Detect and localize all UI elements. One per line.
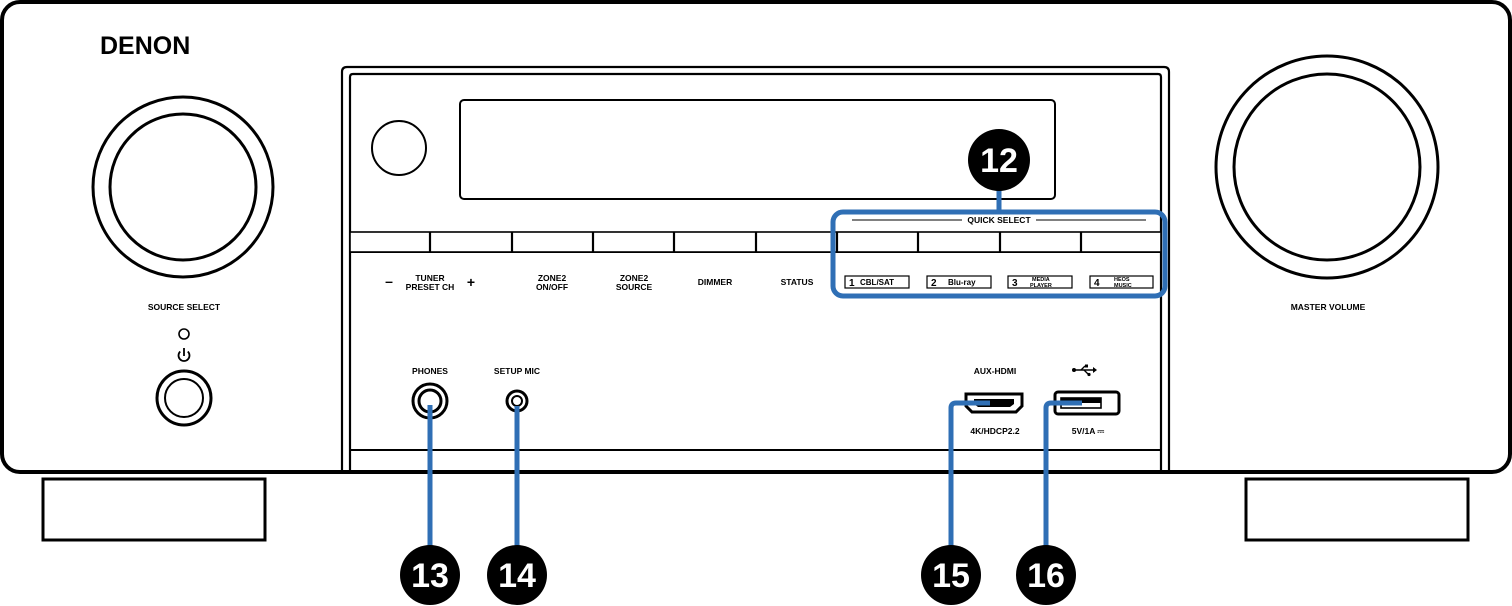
dimmer-button[interactable] — [674, 232, 756, 252]
quick-select-3-text-line1: MEDIA — [1032, 277, 1050, 283]
aux-hdmi-spec-label: 4K/HDCP2.2 — [970, 426, 1019, 436]
power-icon — [177, 348, 191, 362]
usb-icon — [1072, 364, 1097, 377]
tuner-preset-plus-button[interactable] — [430, 232, 512, 252]
dimmer-label: DIMMER — [698, 277, 732, 287]
standby-indicator — [178, 328, 190, 340]
setup-mic-label: SETUP MIC — [494, 366, 540, 376]
button-row — [349, 231, 1162, 253]
power-button[interactable] — [155, 369, 213, 427]
status-button[interactable] — [756, 232, 837, 252]
quick-select-label-3: 3 MEDIA PLAYER — [1007, 275, 1073, 289]
quick-select-label-2: 2 Blu-ray — [926, 275, 992, 289]
callout-12: 12 — [968, 129, 1030, 191]
callout-13-number: 13 — [411, 557, 449, 595]
right-foot — [1244, 477, 1470, 542]
phones-label: PHONES — [412, 366, 448, 376]
source-select-label: SOURCE SELECT — [148, 302, 221, 312]
quick-select-title-text: QUICK SELECT — [967, 215, 1031, 225]
tuner-label-line1: TUNER — [415, 273, 444, 283]
zone2-onoff-label-line2: ON/OFF — [536, 282, 568, 292]
quick-select-label-1: 1 CBL/SAT — [844, 275, 910, 289]
zone2-source-label-line2: SOURCE — [616, 282, 653, 292]
quick-select-4-text-line1: HEOS — [1114, 277, 1130, 283]
zone2-source-button[interactable] — [593, 232, 674, 252]
source-select-knob[interactable] — [91, 95, 275, 279]
callout-13: 13 — [400, 545, 460, 605]
brand-logo: DENON — [100, 32, 190, 60]
quick-select-2-text: Blu-ray — [948, 278, 976, 287]
quick-select-4-number: 4 — [1094, 278, 1100, 289]
master-volume-knob[interactable] — [1214, 54, 1440, 280]
setup-mic-jack[interactable] — [505, 389, 529, 413]
callout-12-number: 12 — [980, 142, 1018, 180]
quick-select-4-button[interactable] — [1081, 232, 1161, 252]
tuner-preset-minus-button[interactable] — [350, 232, 430, 252]
zone2-onoff-label-line1: ZONE2 — [538, 273, 567, 283]
quick-select-3-button[interactable] — [1000, 232, 1081, 252]
quick-select-1-button[interactable] — [837, 232, 918, 252]
tuner-plus-label: + — [467, 274, 475, 290]
tuner-label-line2: PRESET CH — [406, 282, 455, 292]
phones-jack[interactable] — [411, 382, 449, 420]
callout-16-leader — [1043, 400, 1082, 550]
usb-spec-label: 5V/1A ⎓ — [1072, 426, 1106, 436]
callout-15: 15 — [921, 545, 981, 605]
quick-select-title: QUICK SELECT — [852, 215, 1146, 225]
status-label: STATUS — [781, 277, 814, 287]
quick-select-label-4: 4 HEOS MUSIC — [1089, 275, 1154, 289]
tuner-minus-label: – — [385, 273, 393, 289]
left-foot — [41, 477, 267, 542]
zone2-onoff-button[interactable] — [512, 232, 593, 252]
quick-select-3-text-line2: PLAYER — [1030, 283, 1052, 289]
quick-select-3-number: 3 — [1012, 278, 1018, 289]
quick-select-2-button[interactable] — [918, 232, 1000, 252]
callout-16: 16 — [1016, 545, 1076, 605]
callout-15-number: 15 — [932, 557, 970, 595]
callout-16-number: 16 — [1027, 557, 1065, 595]
aux-hdmi-label: AUX-HDMI — [974, 366, 1017, 376]
quick-select-1-text: CBL/SAT — [860, 278, 894, 287]
callout-15-leader — [948, 400, 990, 550]
quick-select-1-number: 1 — [849, 278, 855, 289]
zone2-source-label-line1: ZONE2 — [620, 273, 649, 283]
quick-select-2-number: 2 — [931, 278, 937, 289]
quick-select-4-text-line2: MUSIC — [1114, 283, 1132, 289]
remote-sensor — [371, 120, 427, 176]
master-volume-label: MASTER VOLUME — [1291, 302, 1366, 312]
callout-14: 14 — [487, 545, 547, 605]
callout-14-number: 14 — [498, 557, 536, 595]
display-window — [459, 99, 1056, 200]
